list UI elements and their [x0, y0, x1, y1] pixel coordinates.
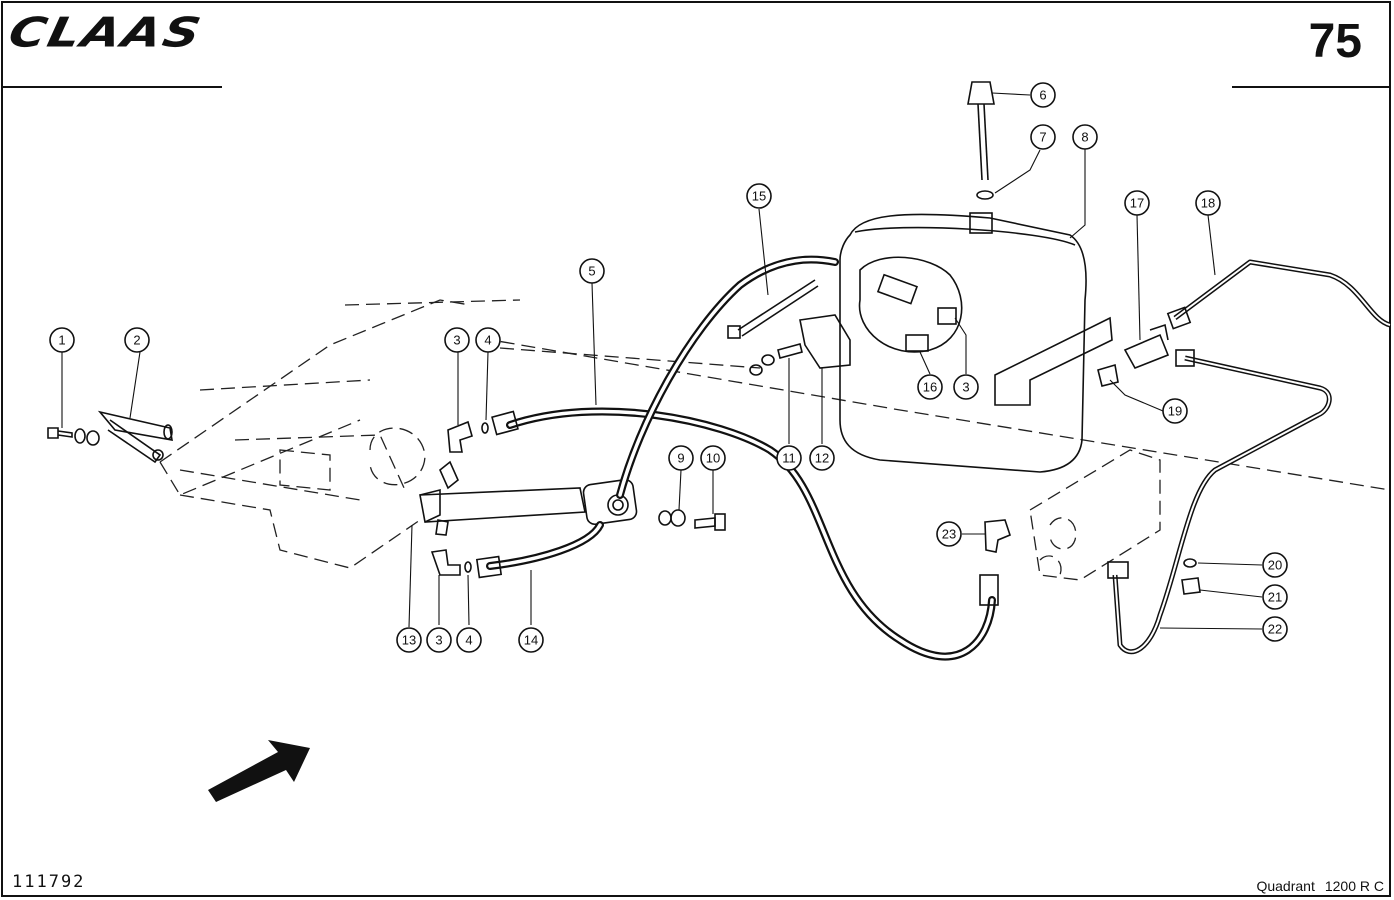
machine-model: Quadrant 1200 R C [1246, 878, 1384, 894]
svg-text:16: 16 [923, 380, 937, 395]
svg-text:10: 10 [706, 451, 720, 466]
callout-15: 15 [746, 183, 772, 209]
header-rule-right [1232, 86, 1390, 88]
svg-text:23: 23 [942, 527, 956, 542]
svg-text:4: 4 [484, 333, 491, 348]
svg-text:9: 9 [677, 451, 684, 466]
callout-18: 18 [1195, 190, 1221, 216]
callout-1: 1 [49, 327, 75, 353]
callout-12: 12 [809, 445, 835, 471]
part-lever [97, 410, 173, 464]
frame-outline-dashed [159, 299, 521, 569]
callout-3: 3 [444, 327, 470, 353]
callout-3b: 3 [426, 627, 452, 653]
callout-20: 20 [1262, 552, 1288, 578]
part-bolt-10 [658, 509, 726, 531]
part-hoses [475, 255, 999, 661]
svg-text:4: 4 [465, 633, 472, 648]
callout-10: 10 [700, 445, 726, 471]
svg-text:21: 21 [1268, 590, 1282, 605]
callout-13: 13 [396, 627, 422, 653]
svg-text:17: 17 [1130, 196, 1144, 211]
callout-11: 11 [776, 445, 802, 471]
page-number: 75 [1308, 15, 1362, 68]
svg-text:2: 2 [133, 333, 140, 348]
callout-9: 9 [668, 445, 694, 471]
valve-block-dashed [1029, 449, 1161, 581]
svg-text:18: 18 [1201, 196, 1215, 211]
svg-text:20: 20 [1268, 558, 1282, 573]
part-brake-pipes [1097, 259, 1391, 655]
callout-8: 8 [1072, 124, 1098, 150]
callout-17: 17 [1124, 190, 1150, 216]
part-cylinder [419, 460, 638, 536]
header-rule-left [2, 86, 222, 88]
svg-text:22: 22 [1268, 622, 1282, 637]
drawing-reference-number: 111792 [12, 872, 86, 892]
svg-text:12: 12 [815, 451, 829, 466]
svg-text:15: 15 [752, 189, 766, 204]
part-elbow-fittings [430, 420, 489, 576]
callout-14: 14 [518, 627, 544, 653]
callouts: 1 2 3 4 5 6 7 8 9 10 11 12 13 3 4 14 15 … [49, 82, 1288, 653]
svg-text:13: 13 [402, 633, 416, 648]
svg-text:7: 7 [1039, 130, 1046, 145]
part-bolt-washer [47, 427, 100, 446]
callout-4b: 4 [456, 627, 482, 653]
part-nuts-20-21 [1181, 558, 1201, 595]
model-variant: 1200 R C [1324, 878, 1384, 894]
callout-6: 6 [1030, 82, 1056, 108]
svg-text:14: 14 [524, 633, 538, 648]
callout-leaders [61, 92, 1263, 630]
svg-text:8: 8 [1081, 130, 1088, 145]
callout-22: 22 [1262, 616, 1288, 642]
callout-19: 19 [1162, 398, 1188, 424]
direction-arrow [208, 740, 310, 802]
svg-text:3: 3 [962, 380, 969, 395]
svg-text:6: 6 [1039, 88, 1046, 103]
callout-5: 5 [579, 258, 605, 284]
svg-text:5: 5 [588, 264, 595, 279]
callout-2: 2 [124, 327, 150, 353]
callout-16: 16 [917, 374, 943, 400]
part-reservoir [799, 212, 1113, 473]
callout-21: 21 [1262, 584, 1288, 610]
svg-text:3: 3 [453, 333, 460, 348]
svg-text:19: 19 [1168, 404, 1182, 419]
callout-3c: 3 [953, 374, 979, 400]
part-filler-cap [967, 81, 995, 200]
callout-4: 4 [475, 327, 501, 353]
callout-7: 7 [1030, 124, 1056, 150]
part-long-bolt [727, 279, 819, 376]
svg-text:11: 11 [782, 451, 796, 466]
svg-text:3: 3 [435, 633, 442, 648]
callout-23: 23 [936, 521, 962, 547]
svg-text:1: 1 [58, 333, 65, 348]
part-fitting-23 [984, 519, 1011, 553]
model-name: Quadrant [1256, 878, 1315, 894]
